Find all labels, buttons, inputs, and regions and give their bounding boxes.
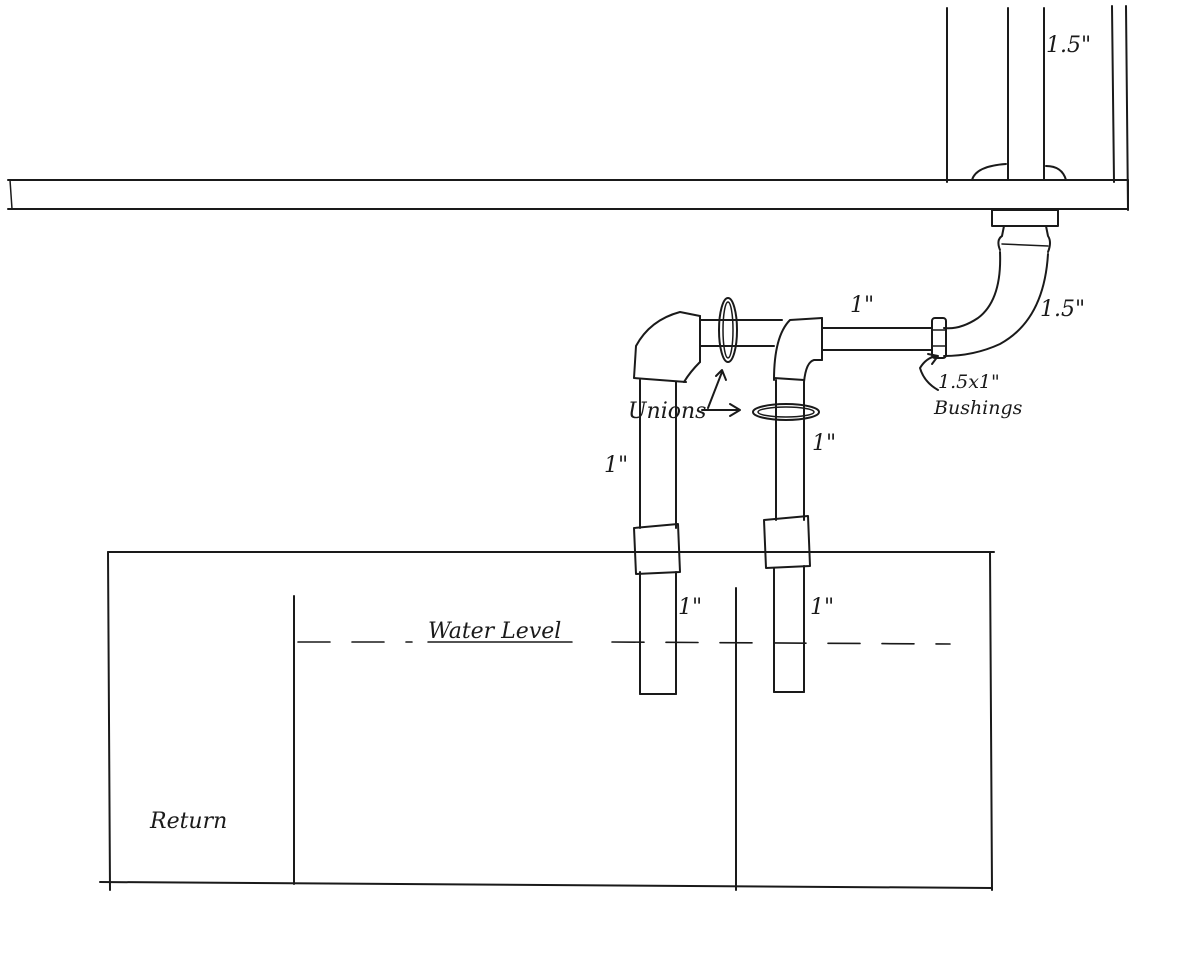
- label-elbow-pipe-size: 1.5": [1040, 297, 1085, 322]
- sump-tank: [99, 551, 995, 891]
- drain-elbow: [943, 251, 1049, 357]
- right-elbow: [773, 317, 823, 383]
- left-elbow: [633, 311, 783, 383]
- water-level-line: [297, 641, 951, 645]
- bushing-arrow: [919, 353, 939, 391]
- label-return: Return: [149, 809, 227, 834]
- label-water-level: Water Level: [428, 619, 561, 644]
- right-drop-pipe: [763, 379, 811, 693]
- cabinet-shelf: [7, 179, 1129, 210]
- label-right-drop-size: 1": [812, 431, 836, 456]
- label-bushings: Bushings: [933, 397, 1023, 419]
- horizontal-pipe: [821, 327, 933, 351]
- union-bottom: [752, 403, 820, 421]
- bushing: [931, 317, 947, 359]
- label-left-in-tank-size: 1": [678, 595, 702, 620]
- label-left-drop-size: 1": [604, 453, 628, 478]
- label-unions: Unions: [628, 399, 706, 424]
- left-drop-pipe: [633, 379, 681, 695]
- overflow-box: [946, 5, 1129, 211]
- unions-arrows: [701, 369, 741, 417]
- label-top-pipe-size: 1.5": [1046, 33, 1091, 58]
- label-bushing-size: 1.5x1": [938, 371, 1000, 393]
- label-horizontal-pipe-size: 1": [850, 293, 874, 318]
- drain-pipe-vertical: [971, 7, 1067, 253]
- label-right-in-tank-size: 1": [810, 595, 834, 620]
- union-top: [718, 297, 738, 363]
